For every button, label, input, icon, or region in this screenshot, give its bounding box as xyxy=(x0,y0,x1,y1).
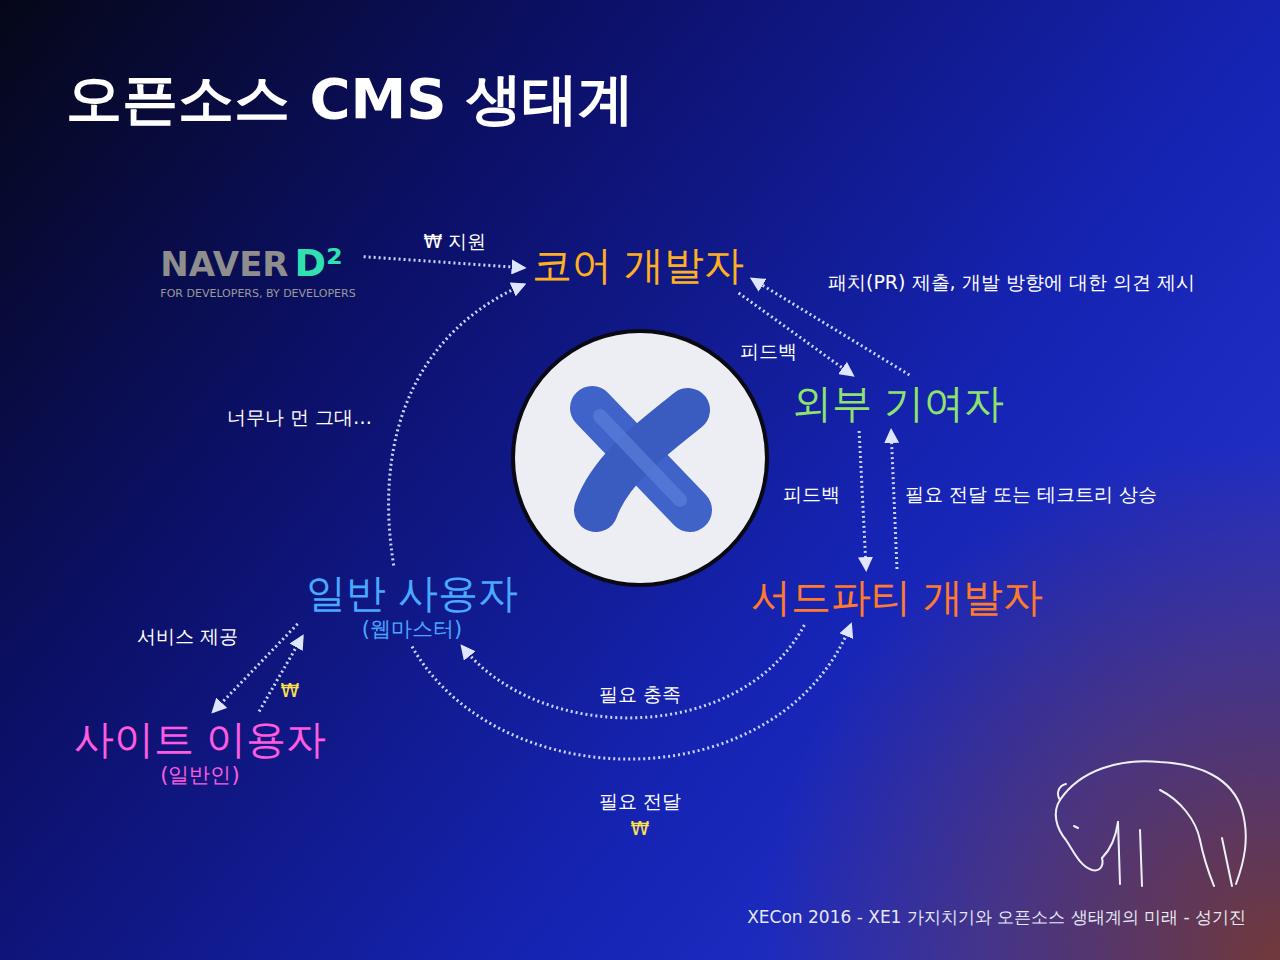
edge-label: 서비스 제공 xyxy=(137,624,238,650)
node-subtitle: (웹마스터) xyxy=(306,617,519,642)
node-title: 일반 사용자 xyxy=(306,569,519,617)
dotted-arrow xyxy=(462,625,804,718)
node-subtitle: (일반인) xyxy=(74,763,327,788)
logo-row: NAVERD² xyxy=(160,241,355,287)
edge-label: 피드백 xyxy=(740,339,797,365)
dotted-arrow xyxy=(859,431,866,569)
role-node: 서드파티 개발자 xyxy=(743,569,1052,625)
node-subtitle: D² xyxy=(295,241,343,287)
won-sign: ₩ xyxy=(631,817,650,839)
center-logo xyxy=(513,331,767,585)
role-node: 사이트 이용자(일반인) xyxy=(66,711,335,792)
edge-label: 필요 충족 xyxy=(599,682,681,708)
edge-label: ₩ xyxy=(281,679,300,701)
role-node: 코어 개발자 xyxy=(524,237,753,293)
dotted-arrow xyxy=(739,293,853,375)
role-node: 일반 사용자(웹마스터) xyxy=(298,565,527,646)
dotted-arrow xyxy=(364,257,524,268)
edge-label: ₩ 지원 xyxy=(424,229,487,255)
bear-illustration xyxy=(1056,761,1246,886)
dotted-arrow xyxy=(259,637,302,712)
dotted-arrow xyxy=(412,625,851,759)
dotted-arrow xyxy=(389,285,524,566)
role-node: NAVERD²FOR DEVELOPERS, BY DEVELOPERS xyxy=(152,237,363,304)
node-title: 외부 기여자 xyxy=(792,379,1005,427)
edge-label: 필요 전달 또는 테크트리 상승 xyxy=(905,482,1157,508)
edge-label: 패치(PR) 제출, 개발 방향에 대한 의견 제시 xyxy=(828,270,1195,296)
edge-label: 너무나 먼 그대… xyxy=(227,405,372,431)
slide-title: 오픈소스 CMS 생태계 xyxy=(66,62,634,138)
node-title: 서드파티 개발자 xyxy=(751,573,1044,621)
footer-note: XECon 2016 - XE1 가지치기와 오픈소스 생태계의 미래 - 성기… xyxy=(747,906,1246,929)
role-node: 외부 기여자 xyxy=(784,375,1013,431)
node-title: 코어 개발자 xyxy=(532,241,745,289)
dotted-arrow xyxy=(891,431,897,569)
node-title: NAVER xyxy=(160,244,288,285)
edge-label: 필요 전달 xyxy=(599,789,681,815)
node-title: 사이트 이용자 xyxy=(74,715,327,763)
node-subtitle: FOR DEVELOPERS, BY DEVELOPERS xyxy=(160,286,355,299)
edge-label: 피드백 xyxy=(783,482,840,508)
